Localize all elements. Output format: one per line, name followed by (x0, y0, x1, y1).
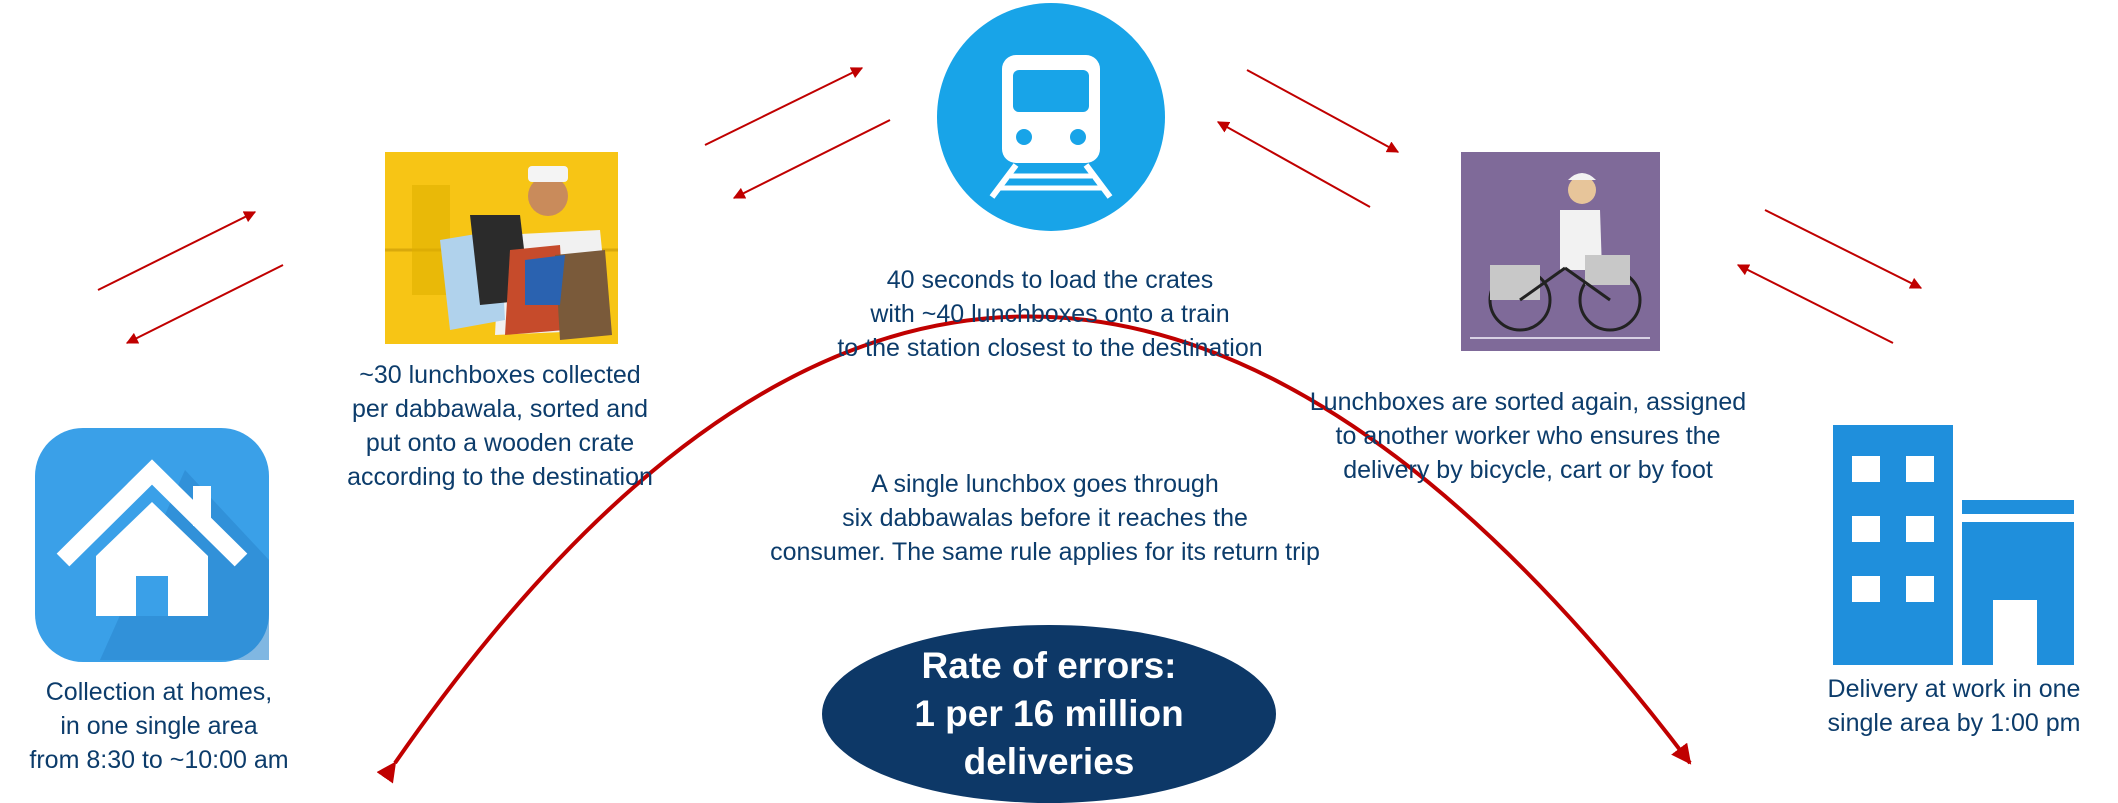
journey-arc-arrow (376, 314, 1692, 784)
dabbawala-bicycle-image (1461, 152, 1660, 351)
center-note: A single lunchbox goes through six dabba… (770, 470, 1320, 566)
arrows-sorter-to-office (1736, 209, 1923, 344)
arrows-home-to-collector (97, 211, 284, 344)
step-5-caption: Delivery at work in one single area by 1… (1827, 675, 2081, 737)
arrows-train-to-sorter (1216, 69, 1400, 208)
step-1-caption: Collection at homes, in one single area … (29, 678, 289, 774)
house-icon (35, 428, 269, 662)
train-icon (937, 3, 1165, 231)
error-rate-badge: Rate of errors: 1 per 16 million deliver… (822, 625, 1276, 803)
arrows-collector-to-train (704, 67, 891, 199)
step-2-caption: ~30 lunchboxes collected per dabbawala, … (347, 361, 653, 491)
step-3-caption: 40 seconds to load the crates with ~40 l… (837, 266, 1263, 362)
office-building-icon (1833, 425, 2074, 665)
dabbawala-with-bags-image (385, 152, 618, 344)
step-4-caption: Lunchboxes are sorted again, assigned to… (1309, 388, 1747, 484)
